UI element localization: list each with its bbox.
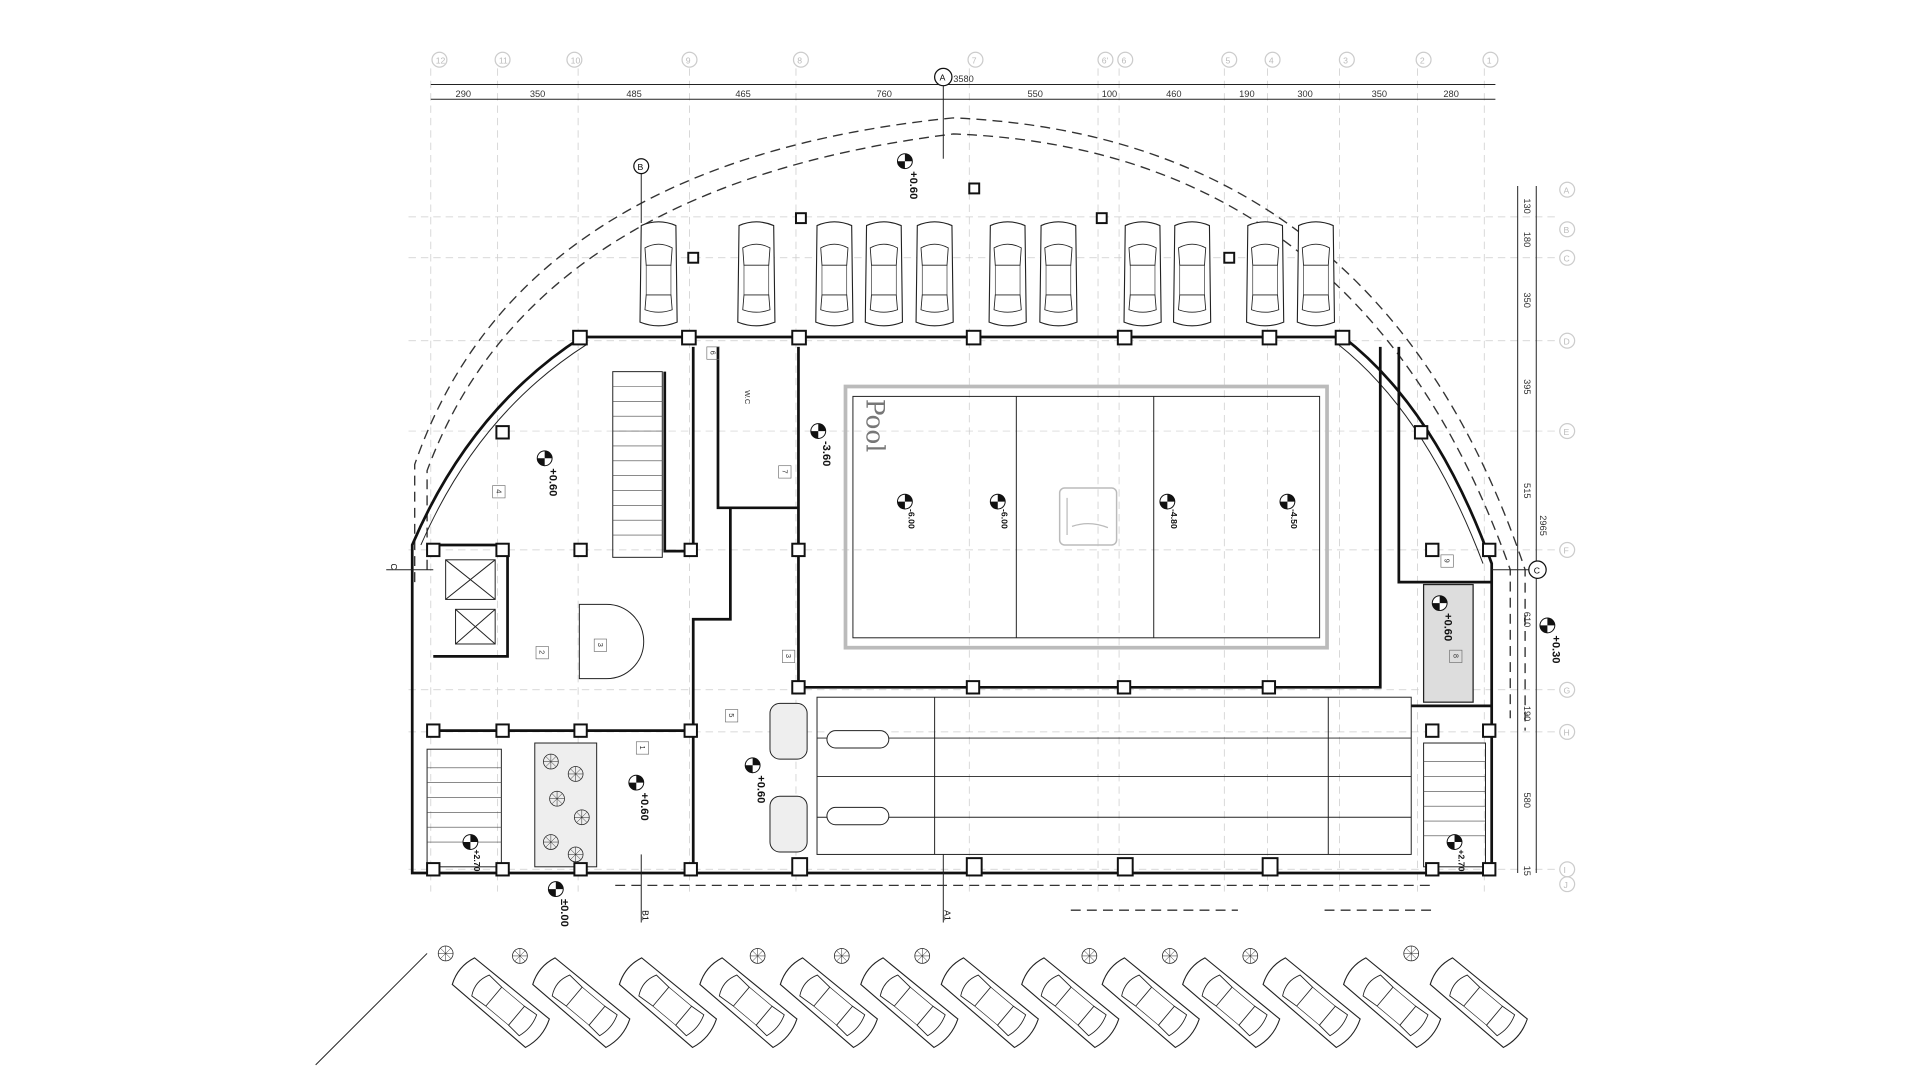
grid-label: 10 <box>571 55 581 65</box>
dimension-label: 485 <box>626 89 641 99</box>
grid-label: 12 <box>436 55 446 65</box>
room-number: 5 <box>727 713 736 717</box>
section-label-b: B <box>638 162 644 172</box>
level-label: +0.60 <box>755 775 767 803</box>
swimmer-icon <box>1058 487 1118 546</box>
grid-label: J <box>1563 880 1567 890</box>
section-label-b1: B1 <box>640 910 650 921</box>
room-number: 1 <box>638 745 647 749</box>
level-label: -6.00 <box>999 509 1009 529</box>
dimension-label: 180 <box>1522 232 1532 247</box>
dimension-label: 350 <box>1522 292 1532 307</box>
dimension-label: 395 <box>1522 379 1532 394</box>
top-dimension-line: 3580 290 350 485 465 760 550 100 460 190… <box>430 74 1496 100</box>
top-grid-bubbles: 12 11 10 9 8 7 6' 6 5 4 3 2 1 <box>431 51 1499 68</box>
room-number: 7 <box>780 469 789 473</box>
dimension-label: 290 <box>456 89 471 99</box>
grid-label: H <box>1563 728 1569 738</box>
room-number: 8 <box>1451 654 1460 658</box>
grid-label: 1 <box>1487 55 1492 65</box>
level-label: -4.80 <box>1169 509 1179 529</box>
grid-label: I <box>1563 865 1565 875</box>
dimension-label: 760 <box>876 89 891 99</box>
grid-label: 11 <box>499 55 508 65</box>
section-label-c: C <box>389 564 399 570</box>
canopy-outline <box>426 133 1511 719</box>
dimension-label: 280 <box>1443 89 1458 99</box>
grid-label: 6' <box>1102 55 1109 65</box>
grid-label: E <box>1563 427 1569 437</box>
dimension-label: 460 <box>1166 89 1181 99</box>
room-number: 4 <box>494 489 503 493</box>
grid-label: C <box>1563 253 1569 263</box>
swimming-pool: Pool <box>843 384 1329 650</box>
level-label: ±0.00 <box>558 899 570 927</box>
dimension-label: 580 <box>1522 793 1532 808</box>
grid-label: B <box>1563 225 1569 235</box>
room-label-wc: W.C <box>743 390 752 405</box>
grid-label: 6 <box>1122 55 1127 65</box>
canopy-outline-outer <box>414 117 1526 731</box>
room-number: 2 <box>538 650 547 654</box>
grid-label: 9 <box>686 55 691 65</box>
section-label-a: A <box>940 73 946 83</box>
level-label: +0.60 <box>907 171 919 199</box>
grid-label: A <box>1563 185 1569 195</box>
dimension-total: 2965 <box>1538 515 1548 536</box>
level-label: +2.70 <box>472 849 482 871</box>
room-number: 3 <box>784 654 793 658</box>
grid-label: 8 <box>797 55 802 65</box>
dimension-total: 3580 <box>953 74 974 84</box>
grid-label: 5 <box>1226 55 1231 65</box>
grid-label: 7 <box>972 55 977 65</box>
section-label-a1: A1 <box>943 910 953 921</box>
level-label: +0.60 <box>638 793 650 821</box>
room-number: 3 <box>596 643 605 647</box>
parking-bottom <box>315 945 1531 1066</box>
level-markers: +0.60 +0.60 -3.60 -6.00 -6.00 -4.80 -4.5… <box>462 153 1561 927</box>
dimension-label: 465 <box>735 89 750 99</box>
dimension-label: 610 <box>1522 612 1532 627</box>
dimension-label: 515 <box>1522 483 1532 498</box>
section-label-c-right: C <box>1534 565 1540 575</box>
dimension-label: 100 <box>1102 89 1117 99</box>
bowling-lanes <box>769 696 1412 855</box>
grid-label: 2 <box>1420 55 1425 65</box>
room-number: 9 <box>1443 559 1452 563</box>
grid-label: 3 <box>1343 55 1348 65</box>
room-numbers: 4 2 3 3 5 1 6 7 8 9 W.C <box>492 346 1463 755</box>
dimension-label: 190 <box>1522 706 1532 721</box>
level-label: +0.30 <box>1549 635 1561 663</box>
parking-top <box>639 182 1336 327</box>
dimension-label: 350 <box>530 89 545 99</box>
planters <box>437 945 1420 964</box>
section-markers: A B C C B1 A1 <box>386 67 1547 923</box>
grid-label: 4 <box>1269 55 1274 65</box>
level-label: -3.60 <box>820 441 832 466</box>
grid-label: F <box>1563 546 1568 556</box>
building-walls <box>410 335 1494 875</box>
level-label: -4.50 <box>1289 509 1299 529</box>
level-label: +0.60 <box>1442 613 1454 641</box>
dimension-label: 15 <box>1522 866 1532 876</box>
grid-label: D <box>1563 336 1569 346</box>
right-dimension-line: 130 180 350 395 515 2965 610 190 580 15 … <box>1517 181 1576 893</box>
grid-lines <box>408 68 1560 892</box>
dimension-label: 550 <box>1027 89 1042 99</box>
dimension-label: 300 <box>1297 89 1312 99</box>
level-label: +2.70 <box>1456 849 1466 871</box>
level-label: -6.00 <box>907 509 917 529</box>
structural-columns <box>426 329 1497 877</box>
entrance-canopy <box>615 884 1436 911</box>
pool-label: Pool <box>861 399 890 452</box>
dimension-label: 130 <box>1522 198 1532 213</box>
dimension-label: 190 <box>1239 89 1254 99</box>
room-number: 6 <box>709 351 718 355</box>
grid-label: G <box>1563 686 1570 696</box>
dimension-label: 350 <box>1372 89 1387 99</box>
level-label: +0.60 <box>547 468 559 496</box>
